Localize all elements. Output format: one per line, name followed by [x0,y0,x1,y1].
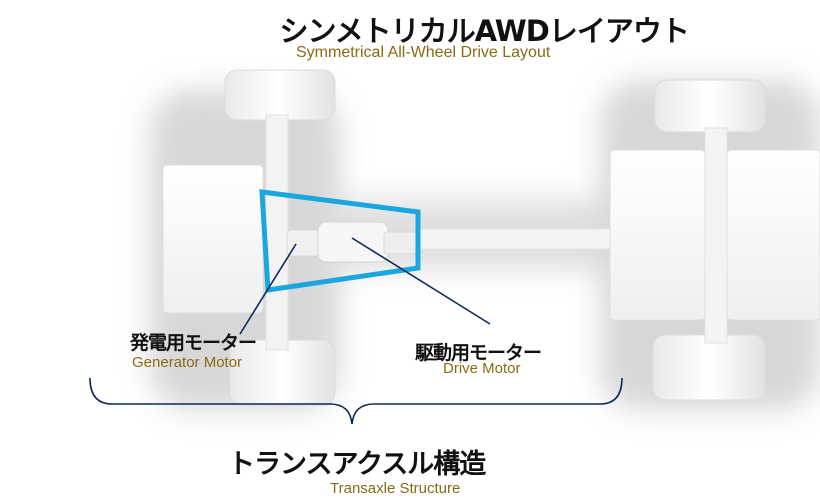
drive-motor-label-japanese: 駆動用モーター [415,342,542,364]
drive-motor-body [317,221,389,263]
transaxle-label-english: Transaxle Structure [330,480,461,497]
front-axle-shaft [265,114,289,351]
transaxle-unit [286,221,421,263]
generator-motor-label-english: Generator Motor [132,354,243,371]
rear-differential-left [609,149,706,321]
coupling [383,231,421,255]
rear-axle-shaft [704,127,728,344]
title-japanese: シンメトリカルAWDレイアウト [279,14,690,48]
rear-left-wheel [654,79,766,133]
rear-axle [609,79,820,401]
transaxle-highlight-outline [259,189,421,293]
title-english: Symmetrical All-Wheel Drive Layout [296,44,551,61]
drive-motor-leader [351,237,491,325]
transaxle-brace [89,377,623,425]
generator-motor-leader [239,243,297,335]
drive-motor-label-english: Drive Motor [443,360,521,377]
engine-block [162,164,264,314]
rear-differential-right [726,149,820,321]
transaxle-label-japanese: トランスアクスル構造 [228,449,486,480]
propeller-shaft [419,228,621,250]
generator-motor-label-japanese: 発電用モーター [130,332,257,354]
rear-right-wheel [652,334,766,401]
front-left-wheel [224,69,336,121]
